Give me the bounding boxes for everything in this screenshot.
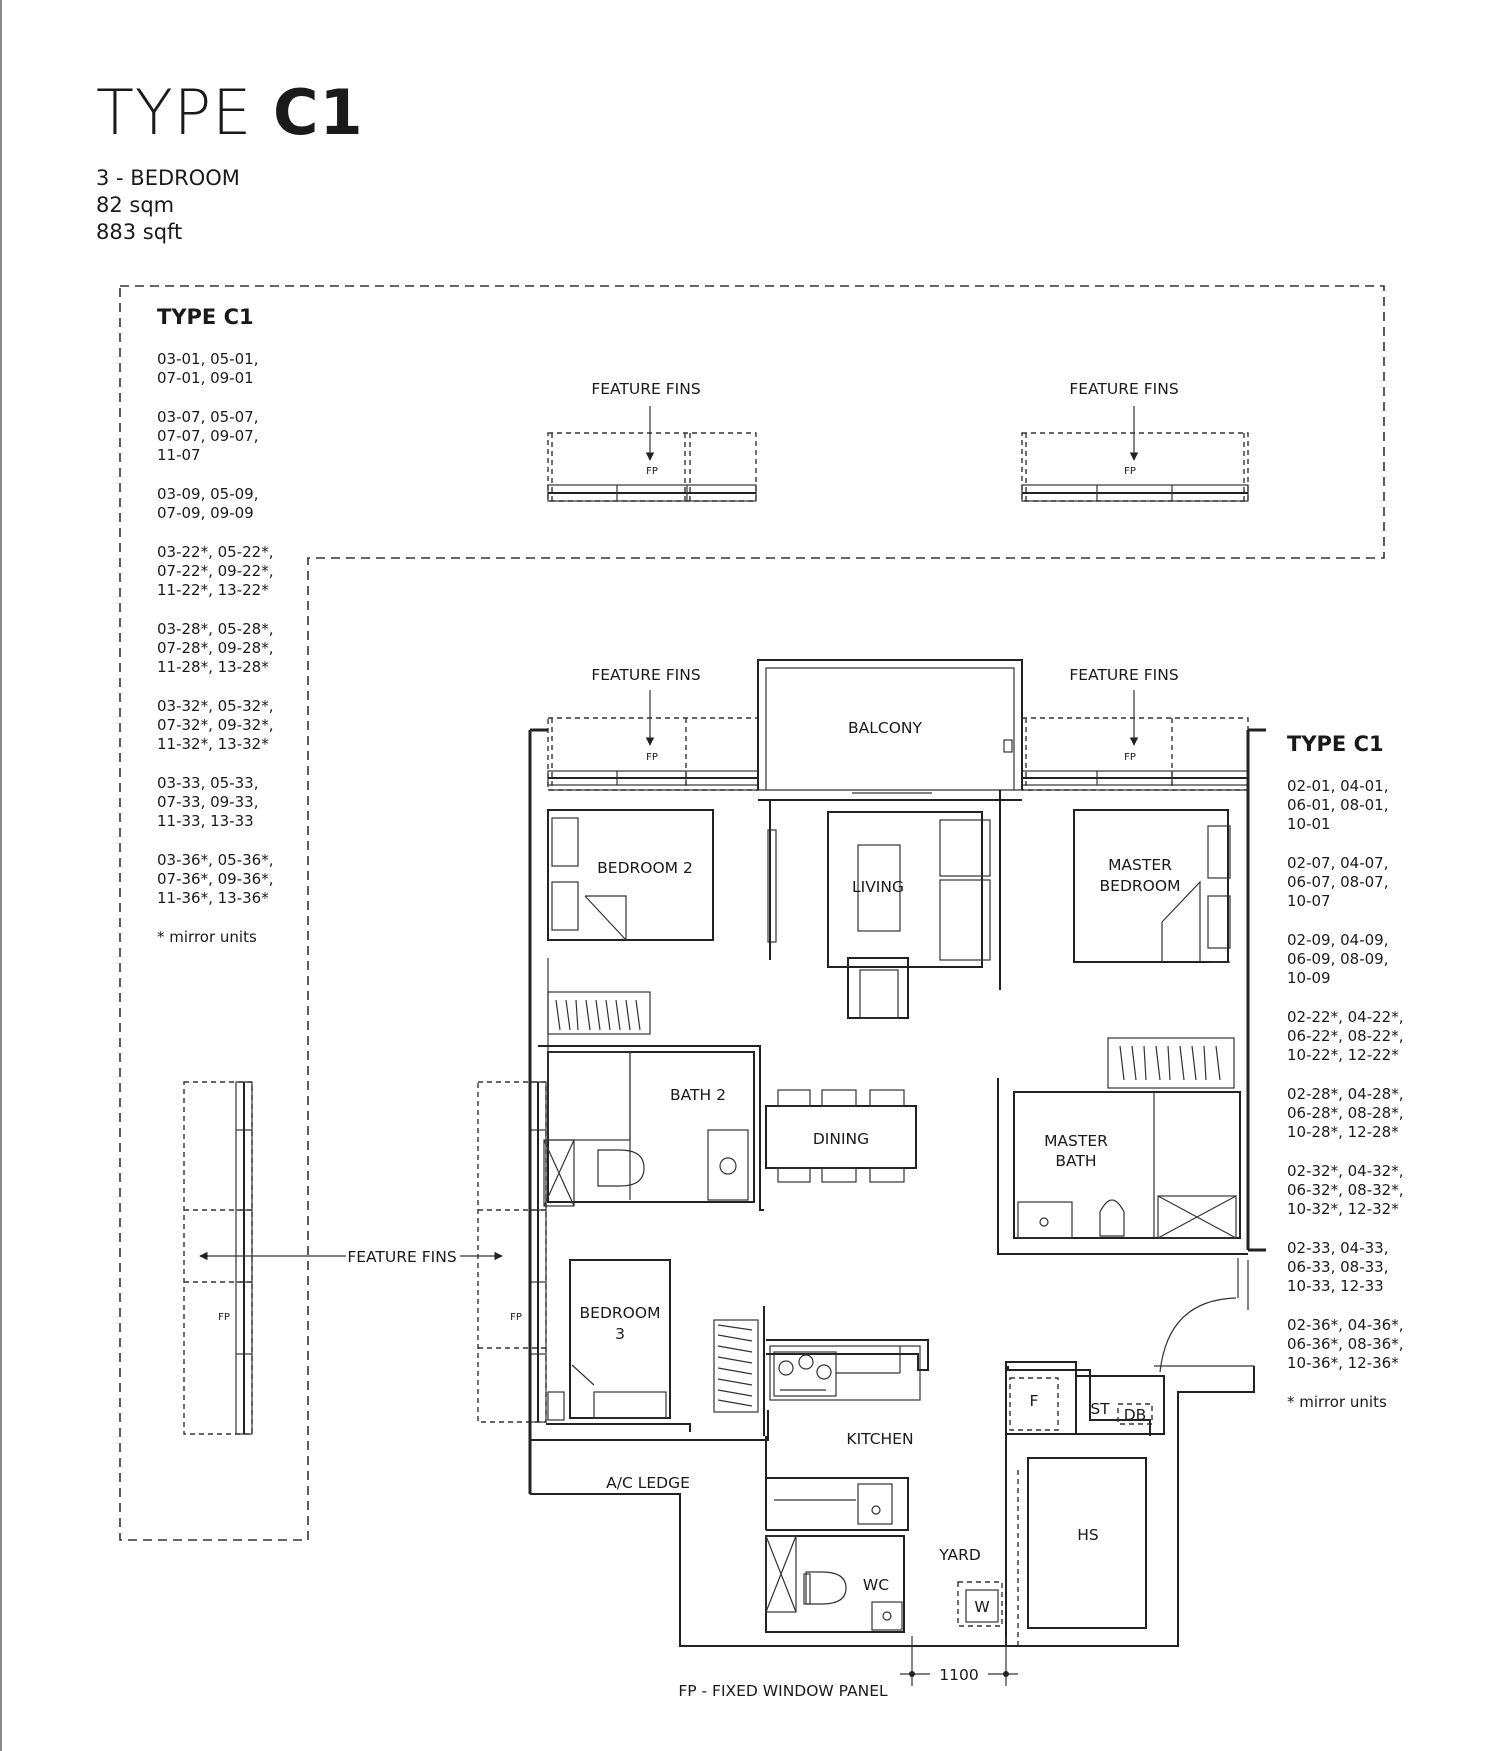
kitchen-label: KITCHEN (846, 1430, 913, 1448)
unit-group: 02-33, 04-33, 06-33, 08-33, 10-33, 12-33 (1287, 1239, 1389, 1295)
key-plan-fins-side (183, 1081, 253, 1435)
plan-fp-label-right: FP (1124, 752, 1136, 763)
household-shelter: HS (1005, 1434, 1147, 1646)
mirror-note: * mirror units (157, 928, 257, 946)
bedroom-2: BEDROOM 2 (547, 809, 714, 1052)
plan-fp-label-left: FP (646, 752, 658, 763)
dining-area: DINING (765, 1089, 917, 1183)
unit-summary: 3 - BEDROOM 82 sqm 883 sqft (96, 165, 240, 246)
unit-group: 03-07, 05-07, 07-07, 09-07, 11-07 (157, 408, 259, 464)
area-sqft: 883 sqft (96, 220, 183, 244)
key-plan-outline (119, 285, 1385, 1541)
unit-group: 03-32*, 05-32*, 07-32*, 09-32*, 11-32*, … (157, 697, 274, 753)
unit-group: 03-09, 05-09, 07-09, 09-09 (157, 485, 259, 522)
entrance-door (1159, 1297, 1237, 1373)
key-fp-label-right: FP (1124, 466, 1136, 477)
key-fp-label-left: FP (646, 466, 658, 477)
ac-ledge-label: A/C LEDGE (606, 1474, 690, 1492)
unit-group: 02-07, 04-07, 06-07, 08-07, 10-07 (1287, 854, 1389, 910)
bedroom-3-label-1: BEDROOM (580, 1304, 661, 1322)
key-plan-fins-right (1021, 406, 1249, 502)
bedroom-3-label-2: 3 (615, 1325, 625, 1343)
fixed-window-footnote: FP - FIXED WINDOW PANEL (678, 1682, 888, 1700)
plan-fins-label-right: FEATURE FINS (1069, 666, 1178, 684)
key-fins-label-left: FEATURE FINS (591, 380, 700, 398)
db-label: DB (1124, 1406, 1147, 1424)
bedroom-2-label: BEDROOM 2 (597, 859, 693, 877)
balcony-label: BALCONY (848, 719, 922, 737)
yard-label: YARD (938, 1546, 981, 1564)
unit-group: 03-33, 05-33, 07-33, 09-33, 11-33, 13-33 (157, 774, 259, 830)
kitchen: KITCHEN (765, 1339, 929, 1531)
hs-label: HS (1077, 1526, 1099, 1544)
key-fp-label-side: FP (218, 1312, 230, 1323)
exterior-walls (528, 659, 1266, 1647)
unit-group: 02-36*, 04-36*, 06-36*, 08-36*, 10-36*, … (1287, 1316, 1404, 1372)
fridge-store: F ST DB (1005, 1361, 1165, 1435)
dining-label: DINING (813, 1130, 869, 1148)
mirror-note: * mirror units (1287, 1393, 1387, 1411)
master-bath: MASTER BATH (997, 1078, 1248, 1255)
store-label: ST (1090, 1400, 1110, 1418)
side-fins-label: FEATURE FINS (347, 1248, 456, 1266)
washer-label: W (974, 1598, 989, 1616)
master-bath-label-2: BATH (1055, 1152, 1096, 1170)
plan-fins-side (477, 1081, 547, 1423)
living-label: LIVING (852, 878, 904, 896)
bedroom-3: BEDROOM 3 (546, 1259, 765, 1436)
fridge-label: F (1030, 1392, 1039, 1410)
dimension-label: 1100 (939, 1666, 978, 1684)
master-bedroom: MASTER BEDROOM (1073, 809, 1235, 1089)
bath-2: BATH 2 (538, 1045, 764, 1211)
bath-2-label: BATH 2 (670, 1086, 726, 1104)
key-plan-fins-left (547, 406, 757, 502)
left-unit-list: TYPE C1 03-01, 05-01, 07-01, 09-01 03-07… (157, 307, 273, 947)
area-sqm: 82 sqm (96, 193, 175, 217)
unit-group: 02-28*, 04-28*, 06-28*, 08-28*, 10-28*, … (1287, 1085, 1404, 1141)
master-bath-label-1: MASTER (1044, 1132, 1108, 1150)
plan-fins-label-left: FEATURE FINS (591, 666, 700, 684)
unit-group: 03-22*, 05-22*, 07-22*, 09-22*, 11-22*, … (157, 543, 274, 599)
unit-group: 03-28*, 05-28*, 07-28*, 09-28*, 11-28*, … (157, 620, 274, 676)
master-bedroom-label-2: BEDROOM (1100, 877, 1181, 895)
unit-group: 02-09, 04-09, 06-09, 08-09, 10-09 (1287, 931, 1389, 987)
unit-group: 02-32*, 04-32*, 06-32*, 08-32*, 10-32*, … (1287, 1162, 1404, 1218)
unit-group: 02-01, 04-01, 06-01, 08-01, 10-01 (1287, 777, 1389, 833)
unit-group: 03-36*, 05-36*, 07-36*, 09-36*, 11-36*, … (157, 851, 274, 907)
master-bedroom-label-1: MASTER (1108, 856, 1172, 874)
right-list-title: TYPE C1 (1287, 732, 1384, 756)
yard-wc: W YARD WC (765, 1535, 1003, 1633)
unit-type-title: TYPE C1 (96, 76, 364, 149)
left-list-title: TYPE C1 (157, 305, 254, 329)
page-edge (0, 0, 2, 1751)
plan-fp-label-side: FP (510, 1312, 522, 1323)
plan-fins-top-left (547, 690, 759, 791)
plan-fins-top-right (1021, 690, 1249, 791)
living-room: LIVING (767, 790, 1001, 1019)
dimension-1100: 1100 (900, 1636, 1018, 1686)
unit-group: 02-22*, 04-22*, 06-22*, 08-22*, 10-22*, … (1287, 1008, 1404, 1064)
key-fins-label-right: FEATURE FINS (1069, 380, 1178, 398)
bedroom-count: 3 - BEDROOM (96, 166, 240, 190)
wc-label: WC (863, 1576, 889, 1594)
unit-group: 03-01, 05-01, 07-01, 09-01 (157, 350, 259, 387)
right-unit-list: TYPE C1 02-01, 04-01, 06-01, 08-01, 10-0… (1287, 734, 1403, 1412)
